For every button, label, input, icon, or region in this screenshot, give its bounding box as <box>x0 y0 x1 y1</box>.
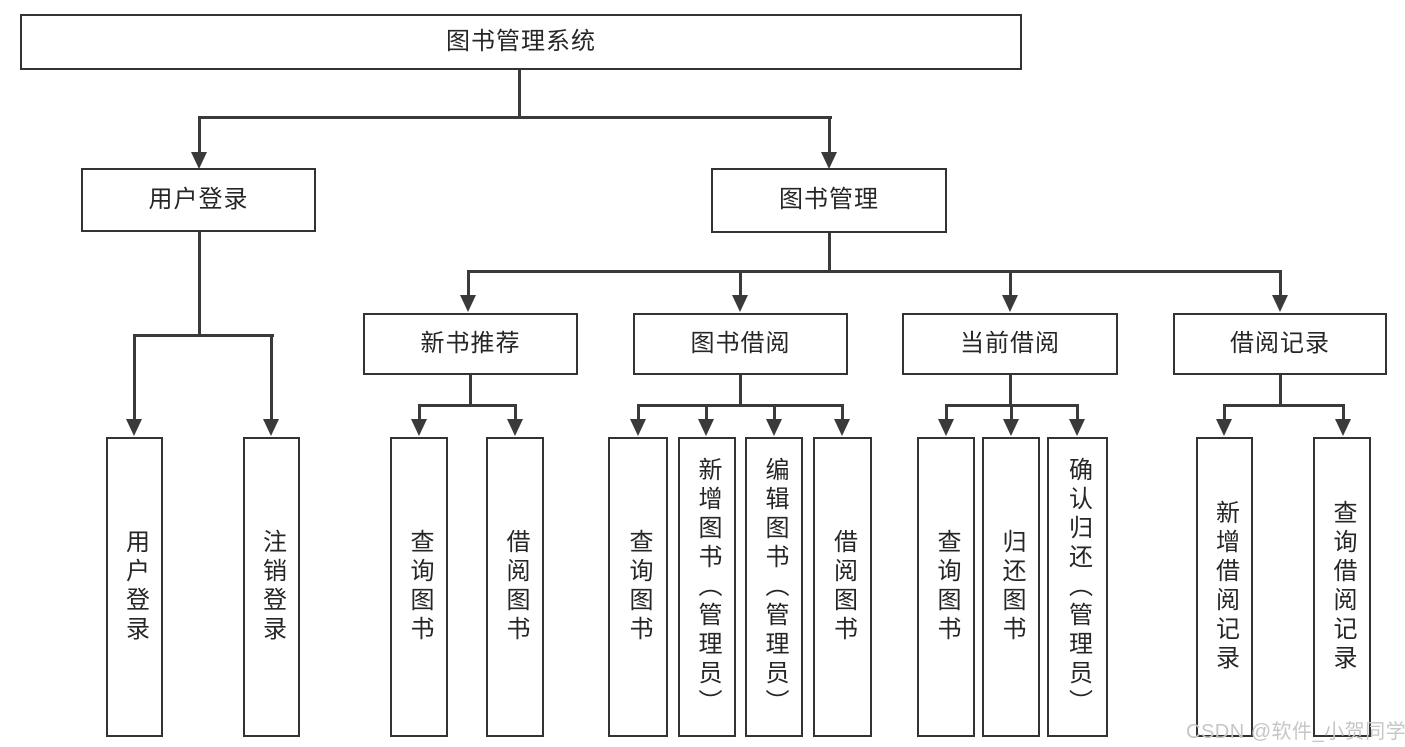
connector-segment <box>1278 271 1282 300</box>
connector-segment <box>1075 405 1079 424</box>
node-borrow-records: 借阅记录 <box>1173 313 1387 375</box>
connector-arrowhead <box>1335 419 1351 436</box>
connector-segment <box>738 271 742 300</box>
connector-arrowhead <box>126 419 142 436</box>
connector-arrowhead <box>1272 295 1288 312</box>
node-label-book-borrow: 图书借阅 <box>690 329 791 357</box>
connector-arrowhead <box>1216 419 1232 436</box>
connector-arrowhead <box>732 295 748 312</box>
connector-segment <box>704 405 708 424</box>
node-label-current-borrow: 当前借阅 <box>960 329 1060 357</box>
connector-segment <box>636 403 844 407</box>
node-label-rec-borrow-book: 借阅图书 <box>502 529 529 645</box>
connector-arrowhead <box>263 419 279 436</box>
connector-segment <box>417 403 517 407</box>
connector-segment <box>1008 271 1012 300</box>
node-new-book-rec: 新书推荐 <box>363 313 578 375</box>
node-label-user-login-op: 用户登录 <box>121 529 149 645</box>
connector-arrowhead <box>460 295 476 312</box>
connector-arrowhead <box>766 419 782 436</box>
node-label-cb-confirm-return-admin: 确认归还（管理员） <box>1064 456 1092 718</box>
connector-arrowhead <box>411 419 427 436</box>
node-br-query-record: 查询借阅记录 <box>1313 437 1371 737</box>
node-cb-query-book: 查询图书 <box>917 437 975 737</box>
node-label-cb-return-book: 归还图书 <box>998 529 1025 645</box>
node-current-borrow: 当前借阅 <box>902 313 1118 375</box>
node-book-mgmt: 图书管理 <box>711 168 947 233</box>
connector-arrowhead <box>507 419 523 436</box>
node-label-root: 图书管理系统 <box>446 27 596 55</box>
node-label-br-add-record: 新增借阅记录 <box>1211 500 1239 674</box>
connector-arrowhead <box>821 152 837 169</box>
connector-segment <box>944 405 948 424</box>
node-label-bb-edit-book-admin: 编辑图书（管理员） <box>761 456 788 718</box>
connector-segment <box>197 232 201 336</box>
connector-segment <box>1009 405 1013 424</box>
node-bb-add-book-admin: 新增图书（管理员） <box>678 437 736 737</box>
connector-arrowhead <box>1002 295 1018 312</box>
node-br-add-record: 新增借阅记录 <box>1196 437 1253 737</box>
connector-segment <box>132 333 274 337</box>
node-user-login-op: 用户登录 <box>106 437 163 737</box>
connector-segment <box>1008 375 1012 406</box>
connector-arrowhead <box>1003 419 1019 436</box>
node-label-bb-query-book: 查询图书 <box>625 529 652 645</box>
node-label-bb-borrow-book: 借阅图书 <box>829 529 857 645</box>
connector-segment <box>466 269 1282 273</box>
node-label-user-login: 用户登录 <box>148 185 249 213</box>
connector-segment <box>417 405 421 424</box>
connector-segment <box>197 117 201 156</box>
node-label-logout-op: 注销登录 <box>258 529 286 645</box>
node-bb-edit-book-admin: 编辑图书（管理员） <box>745 437 803 737</box>
node-label-cb-query-book: 查询图书 <box>933 529 960 645</box>
connector-segment <box>1278 375 1282 406</box>
connector-arrowhead <box>834 419 850 436</box>
connector-arrowhead <box>1069 419 1085 436</box>
connector-segment <box>1222 403 1345 407</box>
connector-arrowhead <box>698 419 714 436</box>
node-label-new-book-rec: 新书推荐 <box>420 329 521 357</box>
node-book-borrow: 图书借阅 <box>633 313 848 375</box>
connector-segment <box>468 375 472 406</box>
connector-arrowhead <box>191 152 207 169</box>
connector-segment <box>840 405 844 424</box>
connector-arrowhead <box>630 419 646 436</box>
connector-segment <box>513 405 517 424</box>
node-cb-confirm-return-admin: 确认归还（管理员） <box>1047 437 1108 737</box>
connector-segment <box>1222 405 1226 424</box>
connector-arrowhead <box>938 419 954 436</box>
node-label-rec-query-book: 查询图书 <box>406 529 433 645</box>
node-cb-return-book: 归还图书 <box>982 437 1040 737</box>
connector-segment <box>269 335 273 424</box>
node-rec-query-book: 查询图书 <box>390 437 448 737</box>
node-user-login: 用户登录 <box>81 168 316 232</box>
node-rec-borrow-book: 借阅图书 <box>486 437 544 737</box>
node-label-br-query-record: 查询借阅记录 <box>1329 500 1356 674</box>
node-label-bb-add-book-admin: 新增图书（管理员） <box>694 456 721 718</box>
watermark: CSDN @软件_小贺同学 <box>1186 721 1405 743</box>
connector-segment <box>738 375 742 406</box>
node-bb-query-book: 查询图书 <box>608 437 668 737</box>
connector-segment <box>1341 405 1345 424</box>
connector-segment <box>466 271 470 300</box>
connector-segment <box>197 115 832 119</box>
node-logout-op: 注销登录 <box>243 437 300 737</box>
connector-segment <box>517 70 521 118</box>
node-root: 图书管理系统 <box>20 14 1022 70</box>
node-label-borrow-records: 借阅记录 <box>1230 329 1330 357</box>
node-label-book-mgmt: 图书管理 <box>779 186 879 214</box>
connector-segment <box>772 405 776 424</box>
connector-segment <box>827 233 831 272</box>
node-bb-borrow-book: 借阅图书 <box>813 437 872 737</box>
connector-segment <box>827 117 831 156</box>
connector-segment <box>132 335 136 424</box>
connector-segment <box>636 405 640 424</box>
